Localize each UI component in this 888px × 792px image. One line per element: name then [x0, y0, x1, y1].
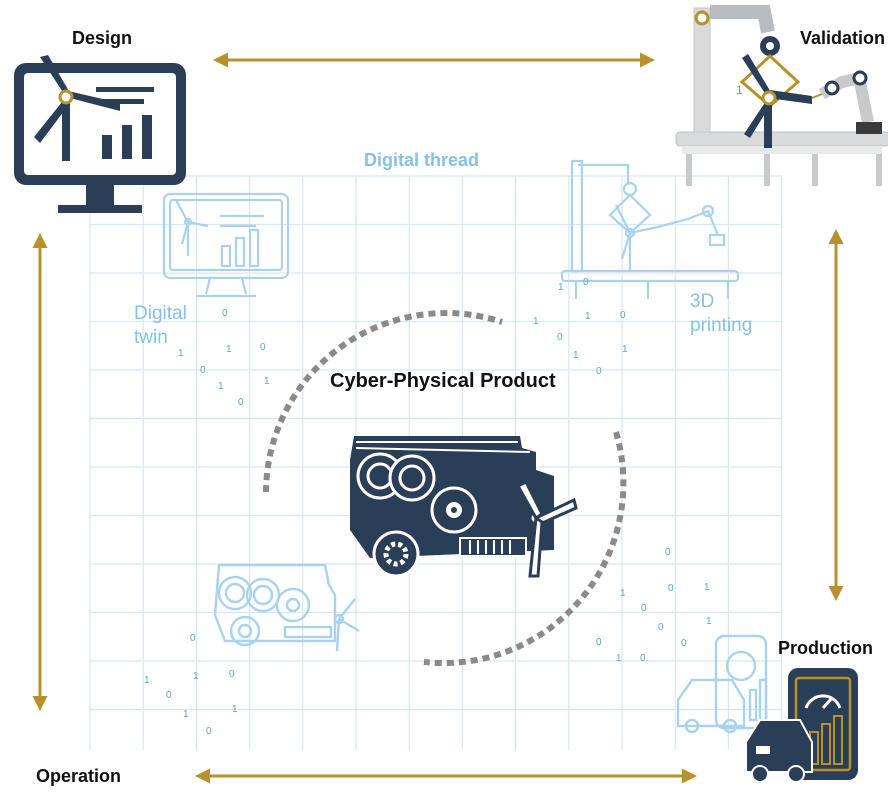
- bit: 1: [232, 704, 238, 715]
- bit: 1: [558, 282, 564, 293]
- digital-twin-label: Digital twin: [134, 303, 187, 348]
- bit: 1: [193, 671, 199, 682]
- bit: 0: [668, 583, 674, 594]
- bit: 0: [190, 633, 196, 644]
- bit: 0: [665, 547, 671, 558]
- printing-robot-icon: [560, 159, 740, 299]
- validation-robot-icon: 1: [675, 4, 888, 186]
- bit: 1: [264, 376, 270, 387]
- bit: 0: [206, 726, 212, 737]
- bit: 0: [658, 622, 664, 633]
- bit: 1: [144, 675, 150, 686]
- bit: 0: [640, 653, 646, 664]
- bit: 1: [178, 348, 184, 359]
- bit: 1: [616, 653, 622, 664]
- digital-thread-label: Digital thread: [364, 150, 480, 170]
- production-car-phone-icon: [745, 668, 858, 783]
- faint-engine-icon: [213, 563, 360, 652]
- bit: 0: [583, 277, 589, 288]
- stage-label-design: Design: [72, 28, 133, 48]
- stage-label-production: Production: [778, 638, 873, 658]
- bit: 1: [706, 616, 712, 627]
- bit: 0: [222, 308, 228, 319]
- bit: 0: [238, 397, 244, 408]
- bit: 1: [226, 344, 232, 355]
- stage-label-validation: Validation: [800, 28, 886, 48]
- digital-twin-monitor-icon: [162, 192, 290, 298]
- bit: 0: [596, 637, 602, 648]
- bit: 0: [166, 690, 172, 701]
- bit: 1: [620, 588, 626, 599]
- bit: 0: [260, 342, 266, 353]
- bit: 1: [622, 344, 628, 355]
- bit: 1: [573, 350, 579, 361]
- svg-text:1: 1: [736, 83, 743, 97]
- stage-label-operation: Operation: [36, 766, 122, 786]
- bit: 1: [704, 582, 710, 593]
- design-monitor-icon: [14, 55, 186, 213]
- bit: 0: [557, 332, 563, 343]
- bit: 0: [681, 638, 687, 649]
- bit: 1: [218, 381, 224, 392]
- cyber-physical-engine-icon: [350, 436, 578, 578]
- bit: 0: [641, 603, 647, 614]
- bit: 1: [585, 311, 591, 322]
- 3d-printing-label: 3D printing: [690, 291, 753, 336]
- cyber-physical-product-label: Cyber-Physical Product: [330, 370, 556, 392]
- bit: 1: [533, 316, 539, 327]
- bit: 1: [183, 709, 189, 720]
- bit: 0: [229, 669, 235, 680]
- bit: 0: [596, 366, 602, 377]
- faint-production-icon: [676, 634, 768, 734]
- bit: 0: [200, 365, 206, 376]
- bit: 0: [620, 310, 626, 321]
